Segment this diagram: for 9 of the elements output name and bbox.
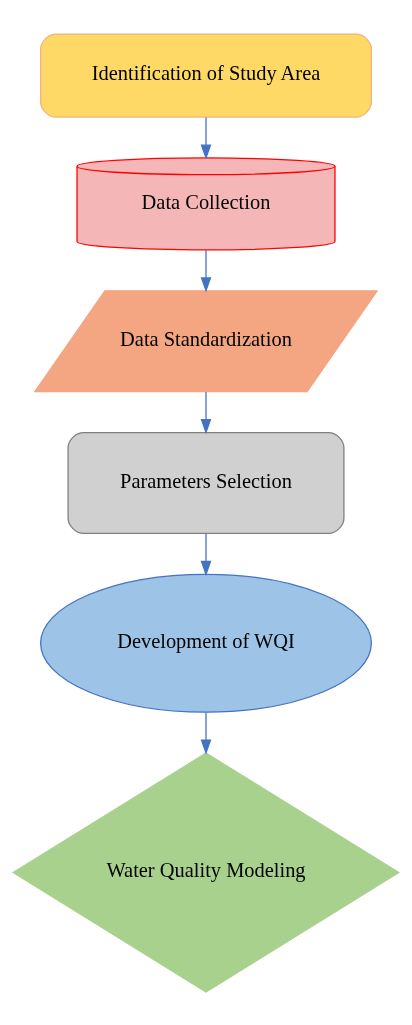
arrow bbox=[200, 248, 212, 293]
node-diamond: Water Quality Modeling bbox=[11, 751, 401, 993]
node-box: Identification of Study Area bbox=[40, 32, 372, 118]
arrow bbox=[200, 390, 212, 434]
arrow bbox=[200, 711, 212, 755]
arrow bbox=[200, 116, 212, 160]
node-box: Parameters Selection bbox=[67, 431, 345, 534]
arrow bbox=[200, 532, 212, 576]
node-ellipse: Development of WQI bbox=[40, 573, 372, 713]
